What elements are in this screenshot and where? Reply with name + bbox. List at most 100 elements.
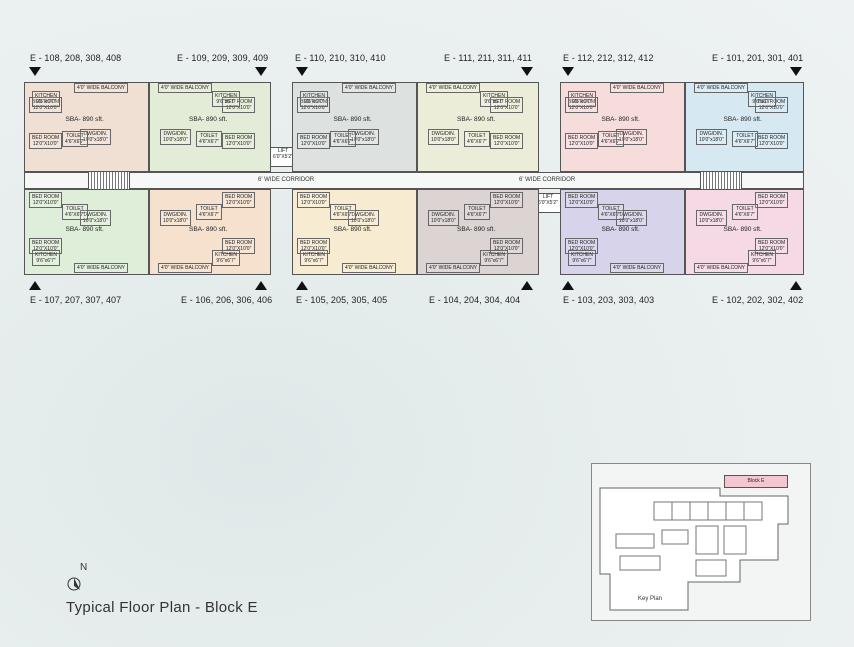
key-plan: Block E Key Plan — [591, 463, 811, 621]
unit-label-bottom-1: E - 107, 207, 307, 407 — [30, 295, 122, 305]
unit-label-top-1: E - 108, 208, 308, 408 — [30, 53, 122, 63]
balcony: 4'0" WIDE BALCONY — [74, 263, 129, 273]
unit-label-top-5: E - 112, 212, 312, 412 — [563, 53, 654, 63]
dining: DWG/DIN.10'0"x18'0" — [160, 129, 191, 145]
sba-label: SBA- 890 sft. — [65, 226, 104, 233]
sba-label: SBA- 890 sft. — [723, 226, 762, 233]
corridor-label-right: 6' WIDE CORRIDOR — [519, 177, 576, 183]
lift-left-label: LIFT — [277, 148, 289, 154]
sba-label: SBA- 890 sft. — [457, 226, 496, 233]
balcony: 4'0" WIDE BALCONY — [342, 83, 397, 93]
unit-label-top-6: E - 101, 201, 301, 401 — [712, 53, 804, 63]
unit-label-bottom-3: E - 105, 205, 305, 405 — [296, 295, 388, 305]
north-label: N — [80, 562, 88, 573]
balcony: 4'0" WIDE BALCONY — [342, 263, 397, 273]
dining: DWG/DIN.10'0"x18'0" — [428, 210, 459, 226]
unit-label-bottom-5: E - 103, 203, 303, 403 — [563, 295, 655, 305]
balcony: 4'0" WIDE BALCONY — [610, 83, 665, 93]
lift-right: LIFT 6'0"X5'2" — [535, 193, 561, 213]
entry-arrow-icon — [29, 67, 41, 76]
balcony: 4'0" WIDE BALCONY — [426, 263, 481, 273]
key-plan-block-label: Block E — [747, 478, 765, 484]
balcony: 4'0" WIDE BALCONY — [426, 83, 481, 93]
sba-label: SBA- 890 sft. — [333, 226, 372, 233]
entry-arrow-icon — [562, 67, 574, 76]
corridor-label-left: 6' WIDE CORRIDOR — [258, 177, 315, 183]
key-plan-caption: Key Plan — [638, 596, 663, 602]
dining: DWG/DIN.10'0"x18'0" — [160, 210, 191, 226]
balcony: 4'0" WIDE BALCONY — [74, 83, 129, 93]
entry-arrow-icon — [255, 67, 267, 76]
entry-arrow-icon — [562, 281, 574, 290]
entry-arrow-icon — [521, 67, 533, 76]
sba-label: SBA- 890 sft. — [601, 116, 640, 123]
entry-arrow-icon — [521, 281, 533, 290]
sba-label: SBA- 890 sft. — [457, 116, 496, 123]
entry-arrow-icon — [296, 281, 308, 290]
lift-right-size: 6'0"X5'2" — [538, 200, 558, 206]
sba-label: SBA- 890 sft. — [601, 226, 640, 233]
site-outline — [599, 487, 789, 611]
unit-label-bottom-2: E - 106, 206, 306, 406 — [181, 295, 273, 305]
lift-left-size: 6'0"X5'2" — [273, 154, 293, 160]
dining: DWG/DIN.10'0"x18'0" — [696, 210, 727, 226]
balcony: 4'0" WIDE BALCONY — [610, 263, 665, 273]
sba-label: SBA- 890 sft. — [65, 116, 104, 123]
unit-label-top-2: E - 109, 209, 309, 409 — [177, 53, 269, 63]
entry-arrow-icon — [255, 281, 267, 290]
entry-arrow-icon — [790, 67, 802, 76]
lift-right-label: LIFT — [542, 194, 554, 200]
sba-label: SBA- 890 sft. — [723, 116, 762, 123]
unit-label-top-3: E - 110, 210, 310, 410 — [295, 53, 386, 63]
unit-label-bottom-6: E - 102, 202, 302, 402 — [712, 295, 804, 305]
entry-arrow-icon — [29, 281, 41, 290]
north-arrow: N — [64, 560, 90, 599]
